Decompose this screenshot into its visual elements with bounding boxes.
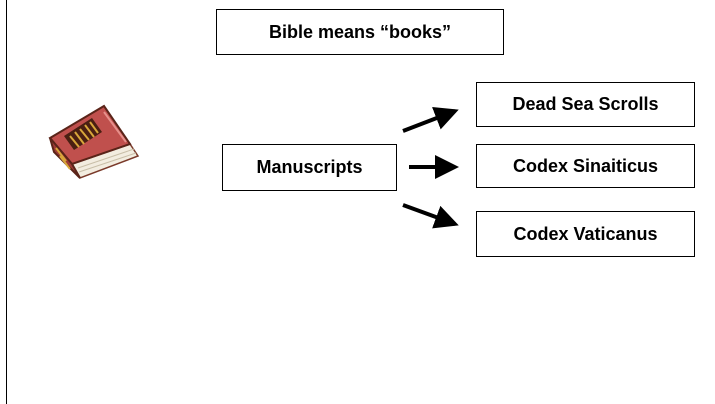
codex-vaticanus-box: Codex Vaticanus — [476, 211, 695, 257]
codex-sinaiticus-label: Codex Sinaiticus — [512, 155, 659, 176]
title-box: Bible means “books” — [216, 9, 504, 55]
dead-sea-scrolls-label: Dead Sea Scrolls — [512, 94, 659, 114]
book-icon — [42, 98, 146, 196]
arrow-to-codex-vaticanus — [402, 203, 459, 229]
page-left-border-line — [6, 0, 7, 404]
title-text: Bible means “books” — [268, 21, 452, 42]
codex-sinaiticus-box: Codex Sinaiticus — [476, 144, 695, 188]
manuscripts-box: Manuscripts — [222, 144, 397, 191]
book-illustration — [48, 104, 140, 179]
manuscripts-label: Manuscripts — [256, 157, 363, 177]
arrow-to-dead-sea-scrolls — [402, 106, 459, 133]
dead-sea-scrolls-box: Dead Sea Scrolls — [476, 82, 695, 127]
codex-vaticanus-label: Codex Vaticanus — [513, 223, 658, 244]
